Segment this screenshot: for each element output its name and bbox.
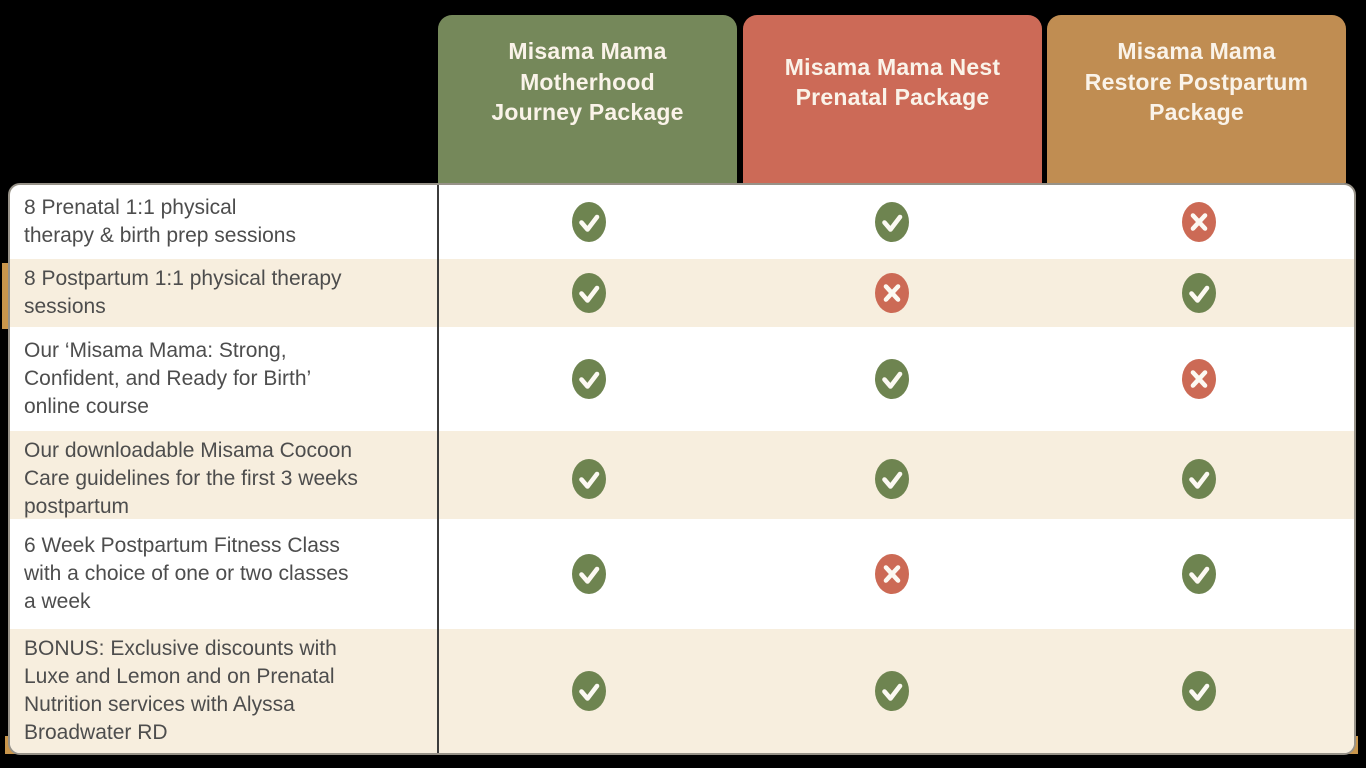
feature-label: 8 Prenatal 1:1 physical therapy & birth … [24, 196, 296, 248]
check-icon [571, 359, 606, 400]
column-header-label: Misama Mama Nest Prenatal Package [784, 53, 1001, 110]
check-icon [571, 273, 606, 314]
check-icon [1182, 273, 1216, 314]
feature-cell [437, 629, 740, 753]
feature-cell [740, 519, 1044, 629]
feature-cell [740, 185, 1044, 259]
cross-icon [1182, 359, 1216, 400]
feature-comparison-table: 8 Prenatal 1:1 physical therapy & birth … [8, 183, 1356, 755]
table-row: Our downloadable Misama Cocoon Care guid… [10, 431, 1354, 520]
check-icon [1182, 554, 1216, 595]
feature-cell [740, 259, 1044, 327]
check-icon [1182, 459, 1216, 500]
check-icon [875, 459, 909, 500]
table-row: 6 Week Postpartum Fitness Class with a c… [10, 519, 1354, 629]
check-icon [875, 202, 909, 243]
check-icon [571, 202, 606, 243]
feature-cell [437, 259, 740, 327]
column-header-label: Misama Mama Motherhood Journey Package [491, 38, 684, 126]
table-row: 8 Prenatal 1:1 physical therapy & birth … [10, 185, 1354, 259]
table-row: BONUS: Exclusive discounts with Luxe and… [10, 629, 1354, 753]
feature-label: 6 Week Postpartum Fitness Class with a c… [24, 534, 349, 614]
feature-label: BONUS: Exclusive discounts with Luxe and… [24, 637, 337, 745]
feature-cell [1044, 259, 1354, 327]
check-icon [571, 671, 606, 712]
column-header-restore-postpartum-package: Misama Mama Restore Postpartum Package [1047, 15, 1346, 183]
feature-cell [1044, 431, 1354, 527]
feature-cell [1044, 629, 1354, 753]
feature-cell [1044, 185, 1354, 259]
check-icon [875, 359, 909, 400]
check-icon [571, 554, 606, 595]
column-divider-line [437, 185, 439, 753]
feature-cell [740, 327, 1044, 431]
check-icon [875, 671, 909, 712]
check-icon [571, 459, 606, 500]
feature-cell [740, 431, 1044, 527]
feature-cell [1044, 519, 1354, 629]
cross-icon [875, 554, 909, 595]
feature-cell [1044, 327, 1354, 431]
table-row: 8 Postpartum 1:1 physical therapy sessio… [10, 259, 1354, 328]
column-header-nest-prenatal-package: Misama Mama Nest Prenatal Package [743, 15, 1042, 183]
feature-cell [437, 519, 740, 629]
cross-icon [1182, 202, 1216, 243]
feature-cell [740, 629, 1044, 753]
table-row: Our ‘Misama Mama: Strong, Confident, and… [10, 327, 1354, 431]
check-icon [1182, 671, 1216, 712]
feature-cell [437, 431, 740, 527]
feature-label: Our ‘Misama Mama: Strong, Confident, and… [24, 339, 312, 419]
cross-icon [875, 273, 909, 314]
feature-cell [437, 327, 740, 431]
feature-label: 8 Postpartum 1:1 physical therapy sessio… [24, 267, 342, 319]
feature-cell [437, 185, 740, 259]
feature-label: Our downloadable Misama Cocoon Care guid… [24, 439, 358, 519]
column-header-motherhood-journey-package: Misama Mama Motherhood Journey Package [438, 15, 737, 183]
column-header-label: Misama Mama Restore Postpartum Package [1084, 38, 1309, 126]
gold-accent-strip [2, 263, 10, 329]
